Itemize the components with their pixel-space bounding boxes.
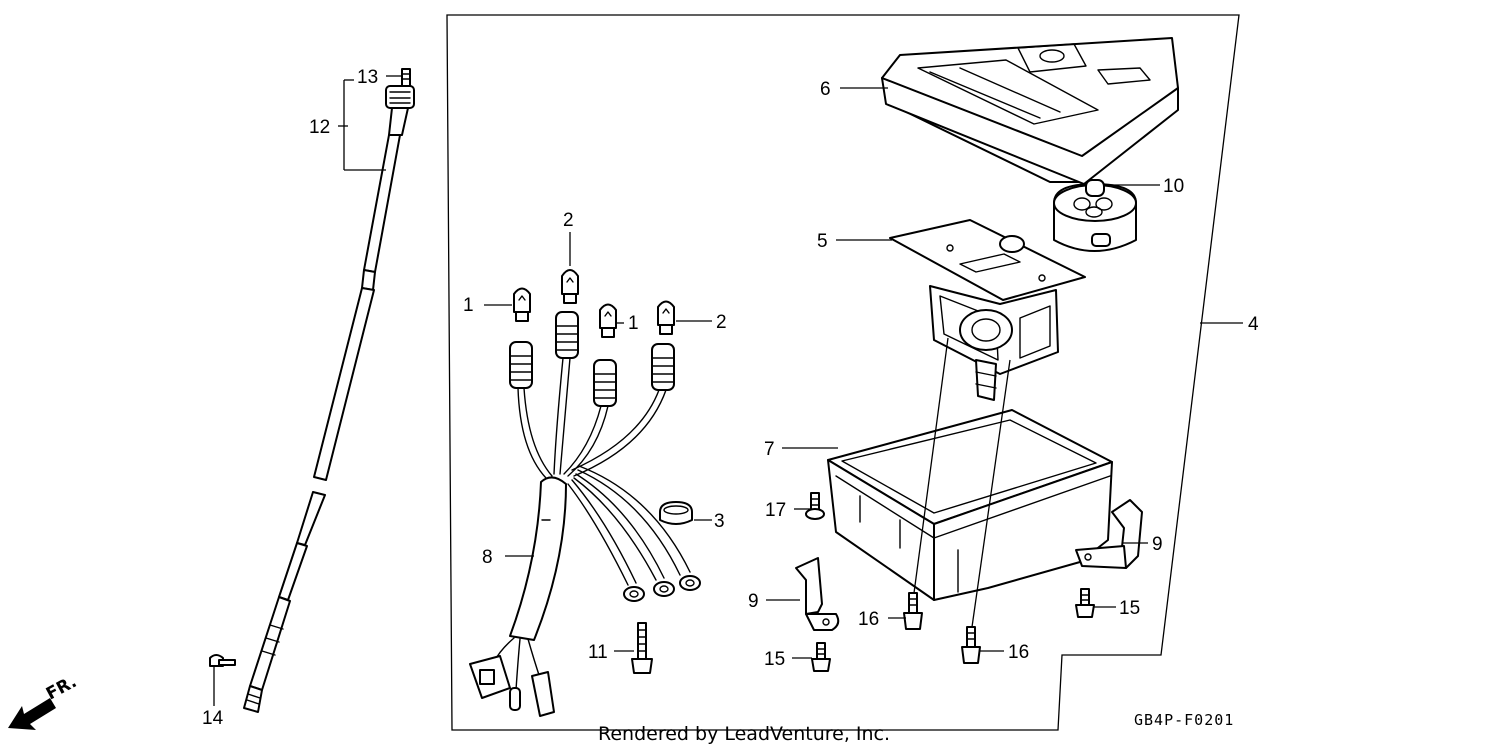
grommet-3 (659, 501, 693, 525)
bulb-1-right (599, 303, 617, 338)
bracket-9-left (795, 557, 840, 631)
meter-assembly (889, 219, 1086, 401)
screw-14 (209, 654, 236, 667)
callout-4: 4 (1248, 314, 1259, 335)
screw-16-left (903, 592, 923, 630)
bracket-9-right (1075, 499, 1143, 569)
callout-12: 12 (309, 117, 330, 138)
callout-17: 17 (765, 500, 786, 521)
callout-3: 3 (714, 511, 725, 532)
screw-11 (631, 622, 653, 674)
callout-16: 16 (1008, 642, 1029, 663)
callout-14: 14 (202, 708, 224, 729)
indicator-unit-10 (1053, 179, 1137, 252)
bulb-2-right (657, 300, 675, 335)
callout-2: 2 (716, 312, 727, 333)
bulb-1-left (513, 287, 531, 322)
callout-2: 2 (563, 210, 574, 231)
wire-harness (469, 311, 701, 717)
front-direction-marker: FR. (8, 672, 80, 730)
screw-15-right (1075, 588, 1095, 618)
callout-1: 1 (628, 313, 639, 334)
callout-1: 1 (463, 295, 474, 316)
diagram-code: GB4P-F0201 (1134, 711, 1234, 729)
assembly-boundary (446, 14, 1240, 731)
callout-11: 11 (588, 642, 608, 663)
meter-case (827, 409, 1113, 601)
callout-8: 8 (482, 547, 493, 568)
callout-15: 15 (764, 649, 785, 670)
callout-9: 9 (748, 591, 759, 612)
screw-15-bottom (811, 642, 831, 672)
callout-5: 5 (817, 231, 828, 252)
screw-16-right (961, 626, 981, 664)
bulb-2-top (561, 269, 579, 304)
meter-cover (881, 37, 1179, 185)
callout-6: 6 (820, 79, 831, 100)
callout-15: 15 (1119, 598, 1140, 619)
callout-numbers: 1 2 1 2 3 4 5 6 7 8 9 9 10 11 12 13 14 1… (202, 67, 1259, 729)
speedometer-cable (243, 85, 415, 713)
screw-17 (805, 492, 825, 520)
render-credit: Rendered by LeadVenture, Inc. (598, 723, 890, 745)
callout-13: 13 (357, 67, 378, 88)
leader-lines (213, 75, 1243, 706)
callout-10: 10 (1163, 176, 1184, 197)
callout-16: 16 (858, 609, 879, 630)
callout-7: 7 (764, 439, 775, 460)
callout-9: 9 (1152, 534, 1163, 555)
cable-pin-13 (401, 68, 411, 87)
front-arrow-icon (8, 698, 56, 730)
